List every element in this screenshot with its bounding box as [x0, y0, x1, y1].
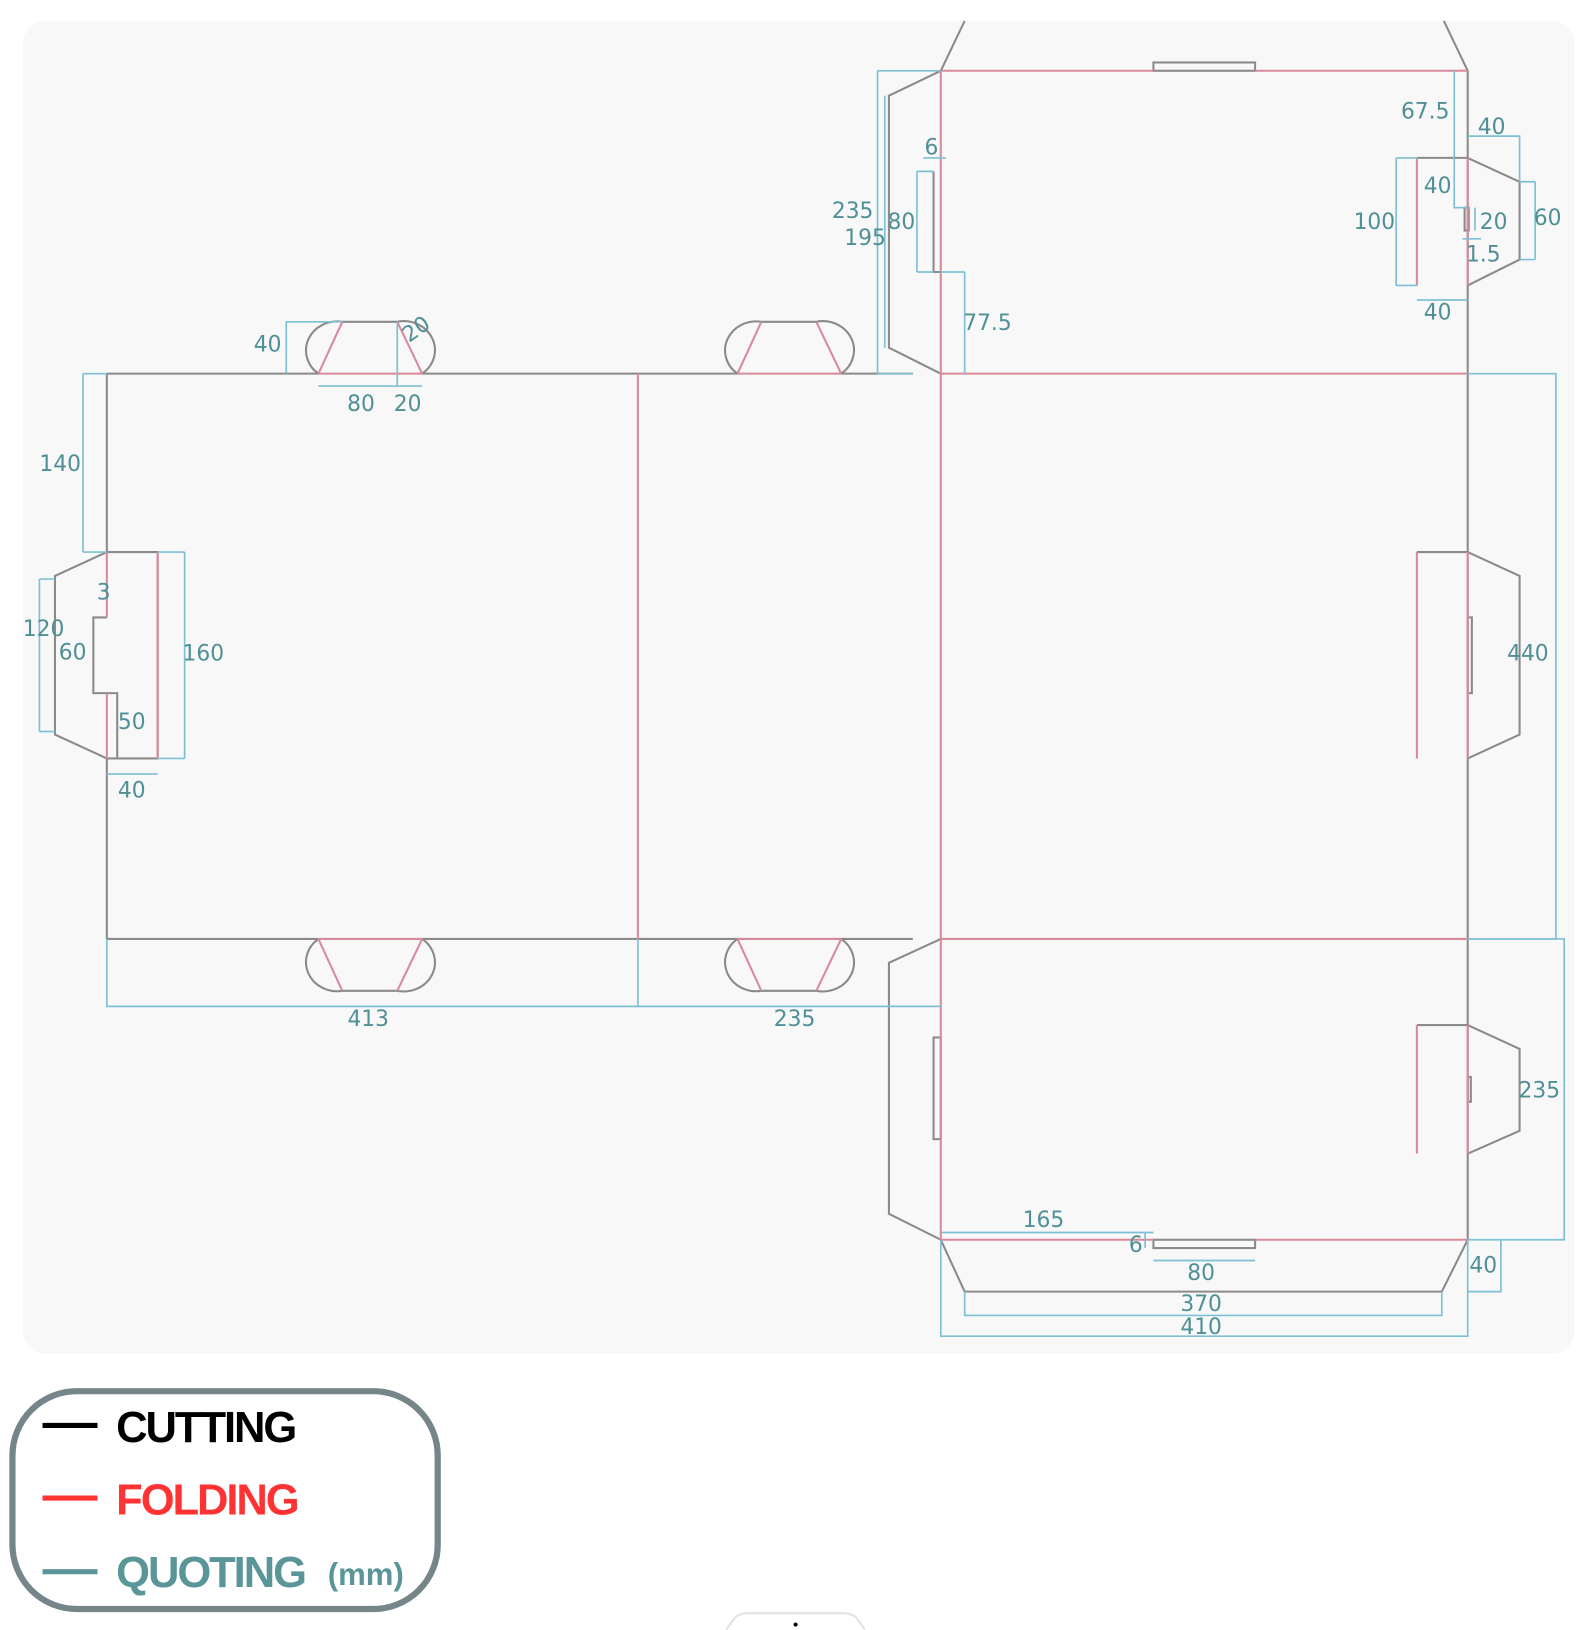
dim-label: 235 [832, 199, 874, 224]
dim-label: 195 [844, 226, 886, 251]
dim-label: 40 [118, 779, 146, 804]
dim-label: 40 [254, 333, 282, 358]
dim-label: 50 [118, 710, 146, 735]
dim-label: 165 [1023, 1208, 1065, 1233]
dim-label: 40 [1424, 174, 1452, 199]
dim-label: 160 [183, 642, 225, 667]
dim-label: 413 [347, 1007, 389, 1032]
dim-label: 6 [1129, 1233, 1143, 1258]
dim-label: 80 [888, 210, 916, 235]
legend-unit: (mm) [328, 1557, 404, 1592]
legend-quoting: QUOTING [116, 1549, 305, 1597]
legend-folding: FOLDING [116, 1477, 298, 1525]
dim-label: 6 [925, 136, 939, 161]
dim-label: 3 [97, 581, 111, 606]
dim-label: 67.5 [1401, 99, 1449, 124]
dim-label: 60 [1534, 206, 1562, 231]
folding-lines [105, 69, 1469, 1241]
dim-label: 235 [1519, 1078, 1561, 1103]
diagram-canvas [22, 20, 1575, 1354]
dim-label: 60 [59, 641, 87, 666]
dim-label: 1.5 [1466, 242, 1501, 267]
dim-label: 410 [1180, 1315, 1222, 1340]
dim-label: 40 [1424, 300, 1452, 325]
dim-label: 440 [1507, 642, 1549, 667]
scroll-button[interactable] [725, 1612, 866, 1630]
dim-label: 80 [347, 392, 375, 417]
legend-box [9, 1388, 441, 1613]
quoting-lines [38, 69, 1566, 1338]
dim-label: 140 [39, 452, 81, 477]
dot-icon [793, 1622, 798, 1627]
dim-label: 370 [1180, 1292, 1222, 1317]
dim-label: 235 [774, 1007, 816, 1032]
dim-label: 20 [1480, 210, 1508, 235]
dim-label: 120 [23, 617, 65, 642]
dim-label: 20 [394, 392, 422, 417]
dim-label: 77.5 [963, 311, 1011, 336]
dim-label: 40 [1469, 1254, 1497, 1279]
dim-label: 40 [1478, 115, 1506, 140]
dim-label: 100 [1354, 210, 1396, 235]
dim-label: 80 [1187, 1261, 1215, 1286]
legend-cutting: CUTTING [116, 1404, 295, 1452]
legend: CUTTING FOLDING QUOTING (mm) [9, 1388, 441, 1613]
